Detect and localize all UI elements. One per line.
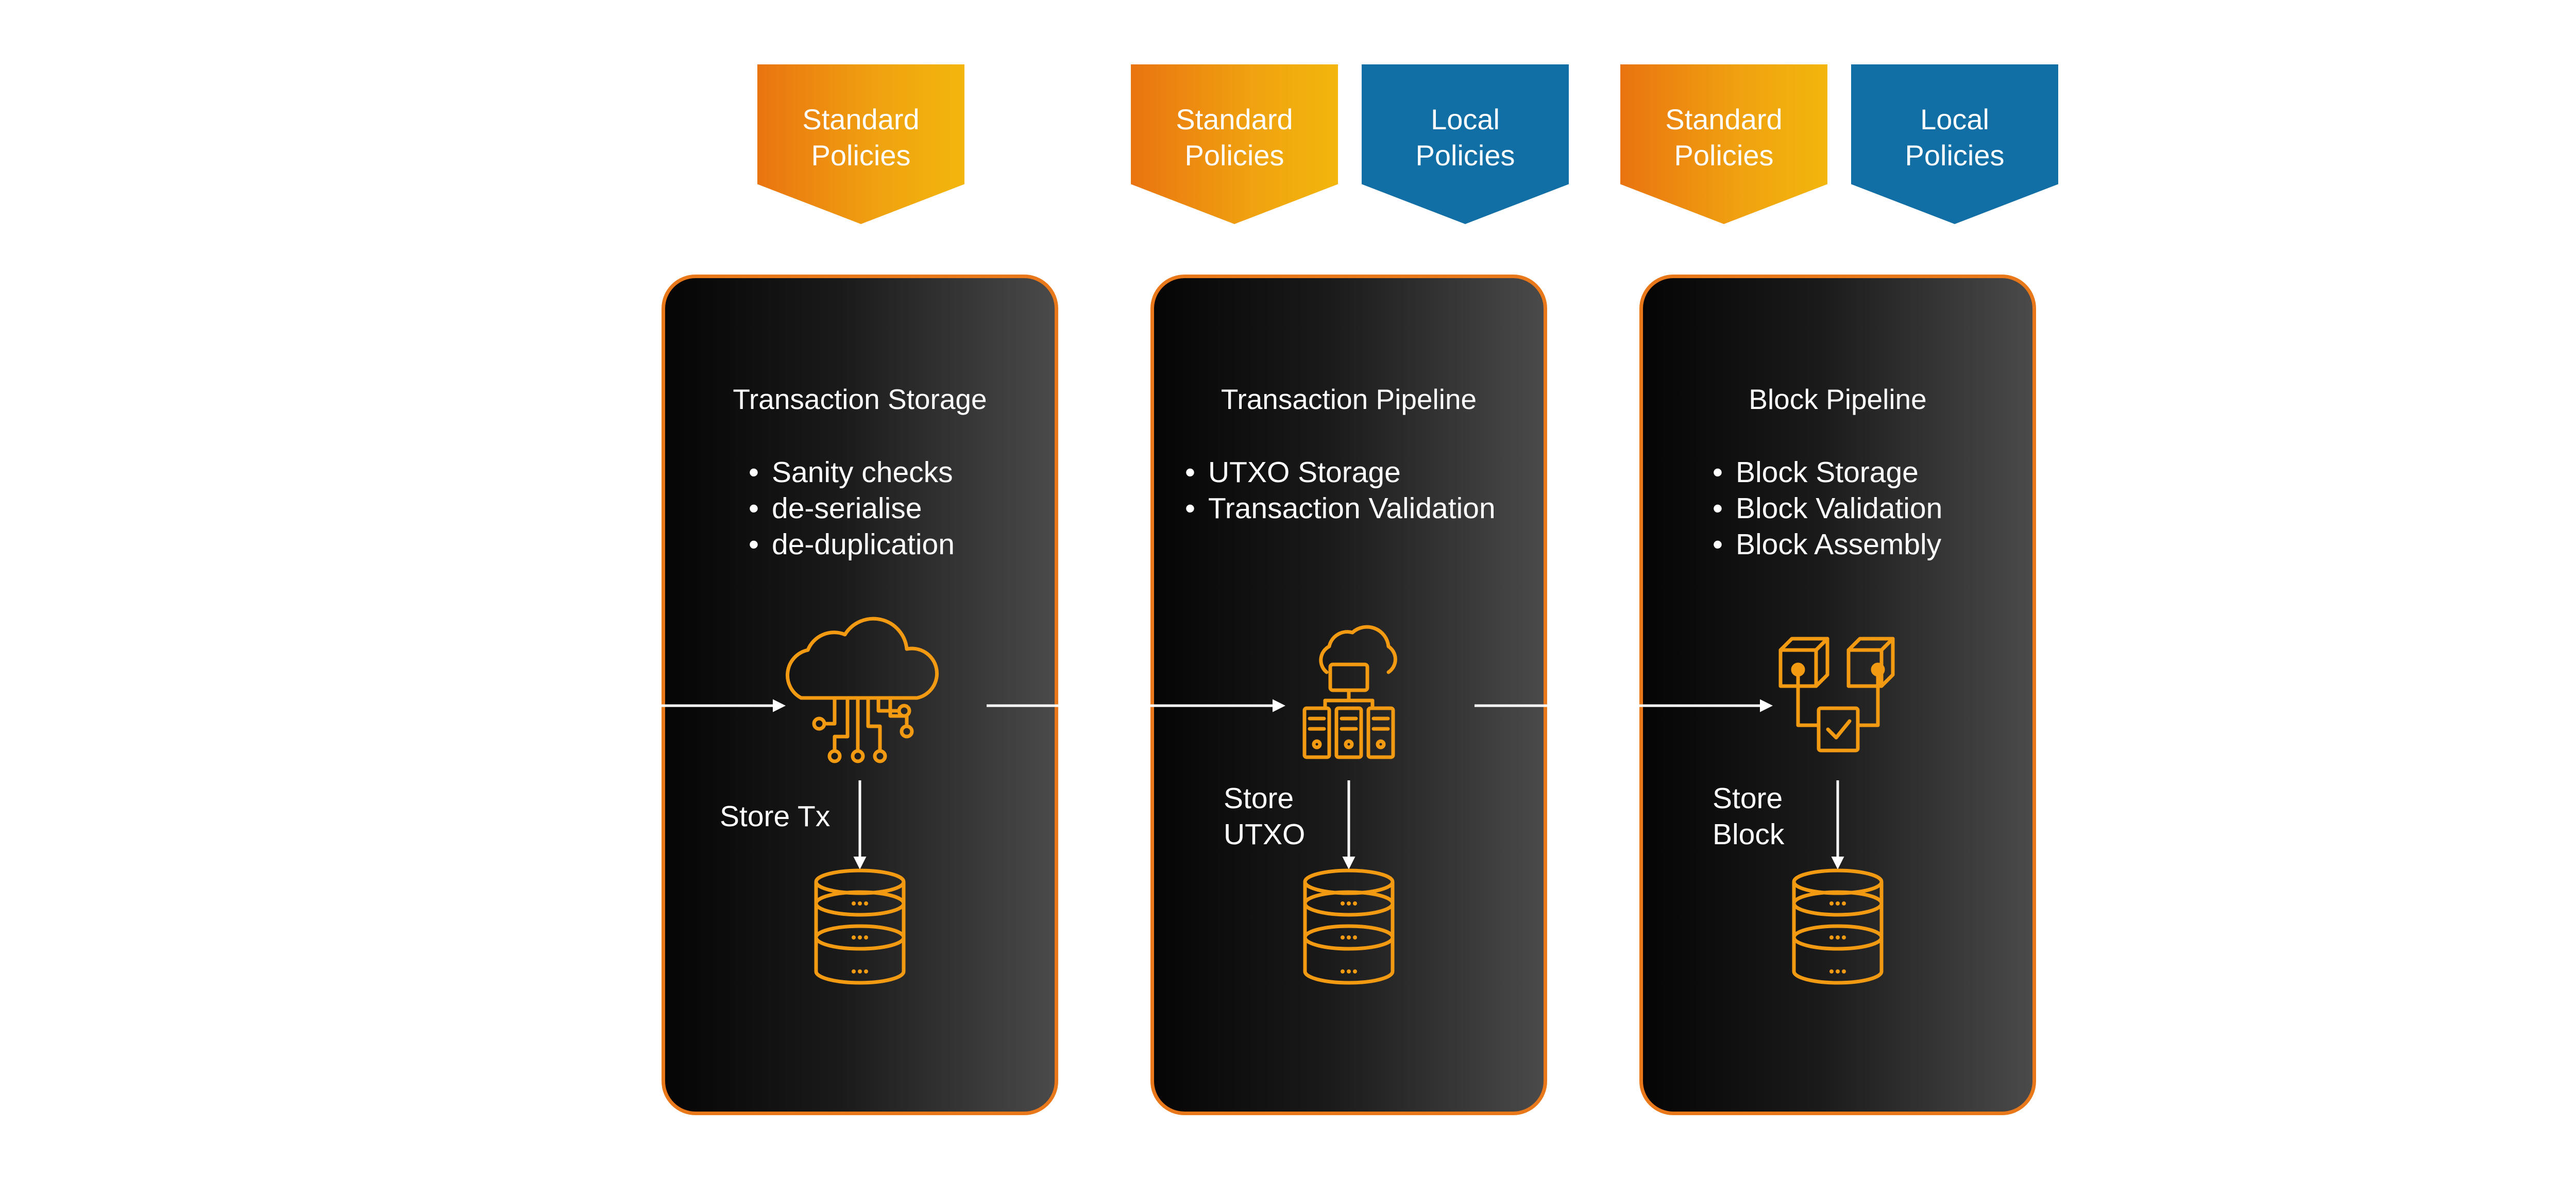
database-icon — [816, 870, 904, 983]
standard-policies-badge-3: Standard Policies — [1620, 64, 1827, 224]
list-item: de-duplication — [749, 526, 955, 562]
cloud-network-icon — [786, 617, 939, 763]
list-item: de-serialise — [749, 490, 955, 526]
store-label: Store UTXO — [1224, 782, 1306, 851]
server-cloud-icon — [1302, 625, 1397, 759]
list-item: Block Validation — [1713, 490, 1942, 526]
stage-title: Transaction Pipeline — [1221, 383, 1477, 415]
list-item: UTXO Storage — [1185, 454, 1496, 490]
badge-label: Standard Policies — [1176, 103, 1293, 172]
list-item: Block Assembly — [1713, 526, 1942, 562]
list-item: Transaction Validation — [1185, 490, 1496, 526]
badge-label: Standard Policies — [1665, 103, 1783, 172]
badge-label: Local Policies — [1415, 103, 1515, 172]
blocks-validation-icon — [1778, 637, 1895, 753]
stage-feature-list: Sanity checks de-serialise de-duplicatio… — [749, 454, 955, 562]
list-item: Sanity checks — [749, 454, 955, 490]
store-label: Store Block — [1713, 782, 1785, 851]
stage-feature-list: UTXO Storage Transaction Validation — [1185, 454, 1496, 526]
stage-feature-list: Block Storage Block Validation Block Ass… — [1713, 454, 1942, 562]
database-icon — [1794, 870, 1882, 983]
stage-title: Block Pipeline — [1749, 383, 1927, 415]
stage-card-transaction-storage: Transaction Storage Sanity checks de-ser… — [662, 275, 1058, 1115]
stage-card-block-pipeline: Block Pipeline Block Storage Block Valid… — [1639, 275, 2036, 1115]
store-label: Store Tx — [720, 800, 831, 833]
badge-label: Standard Policies — [802, 103, 920, 172]
database-icon — [1305, 870, 1393, 983]
badge-label: Local Policies — [1905, 103, 2005, 172]
stage-title: Transaction Storage — [733, 383, 987, 415]
list-item: Block Storage — [1713, 454, 1942, 490]
